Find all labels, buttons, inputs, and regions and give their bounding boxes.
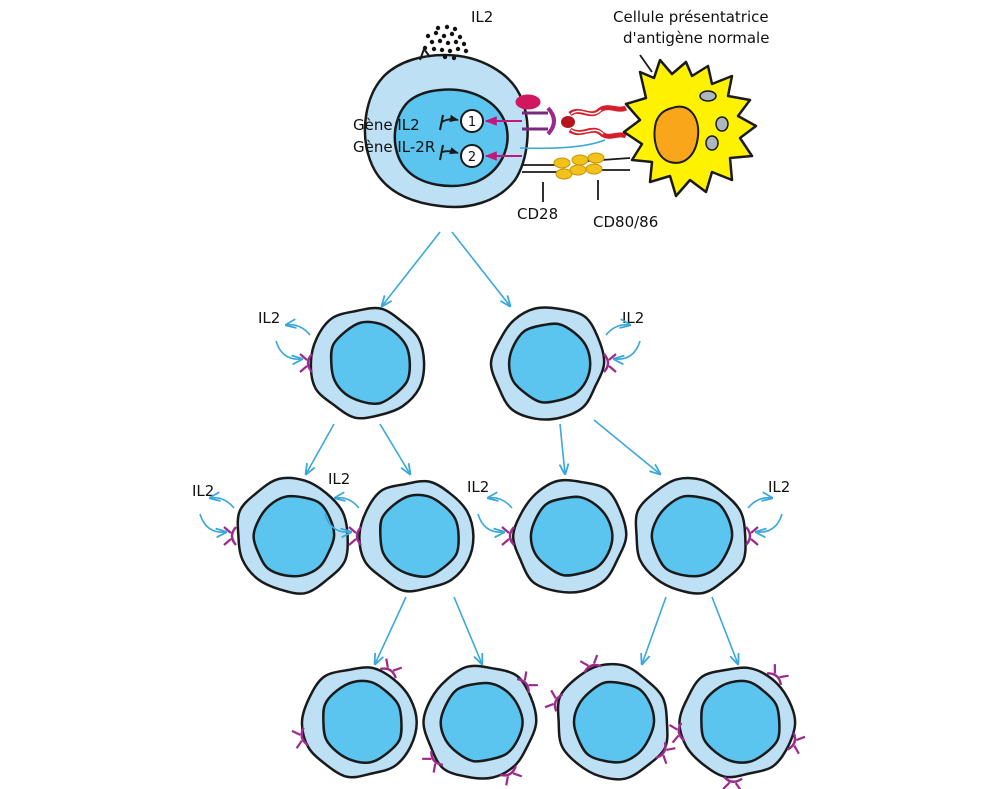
t-cell [348, 479, 475, 593]
label-cd80-86: CD80/86 [593, 213, 658, 231]
immune-synapse [515, 94, 631, 202]
il2-receptor-icon [579, 654, 602, 674]
cyan-signal-arrow [519, 139, 606, 150]
gene-il2-bracket-icon [439, 114, 444, 131]
il2-receptor-icon [516, 671, 538, 693]
apc-nucleus [653, 105, 700, 164]
t-cell [223, 476, 350, 595]
il2-receptor-icon [422, 751, 444, 773]
step-1-badge [460, 109, 484, 133]
t-cell-nucleus [507, 322, 592, 404]
il2-receptor-icon [655, 741, 676, 765]
label-apc-line2: d'antigène normale [623, 29, 769, 47]
label-il2-top: IL2 [471, 8, 493, 26]
t-cell-nucleus [378, 493, 460, 578]
antigen-presenting-cell [622, 54, 758, 198]
il2-receptor-icon [499, 765, 523, 786]
il2-receptor-icon [603, 353, 617, 373]
label-gene-il2: Gène IL2 [353, 116, 420, 134]
il2-receptor-icon [745, 526, 759, 546]
il2-receptor-icon [291, 727, 309, 749]
il2-autocrine-loop: IL2 [747, 478, 790, 532]
t-cell [668, 664, 806, 789]
step-2-badge [460, 144, 484, 168]
il2-receptor-icon [786, 732, 806, 755]
label-il2: IL2 [328, 470, 350, 488]
division-arrows [306, 231, 738, 664]
antigen-icon [561, 116, 575, 128]
label-il2: IL2 [258, 309, 280, 327]
t-cell-nucleus [329, 320, 412, 406]
t-cell [422, 664, 538, 786]
il2-receptor-icon [544, 689, 564, 712]
t-cell-nucleus [252, 494, 336, 578]
il2-receptor-icon [668, 722, 686, 744]
activated-t-cell: 1 2 [363, 24, 529, 209]
il2-autocrine-loop: IL2 [605, 309, 644, 359]
t-cell [489, 306, 617, 421]
t-cell-nucleus [572, 680, 656, 764]
proliferating-t-cells [223, 306, 806, 789]
t-cell [291, 658, 418, 779]
t-cell-nucleus [700, 679, 781, 764]
t-cell [501, 478, 628, 594]
il2-autocrine-loop: IL2 [192, 482, 235, 532]
label-gene-il2r: Gène IL-2R [353, 138, 435, 156]
step-2-label: 2 [468, 150, 476, 165]
t-cell-nucleus [322, 679, 403, 764]
il2-receptor-icon [223, 526, 237, 546]
il2-receptor-icon [379, 658, 403, 679]
t-cell-nucleus [439, 681, 524, 763]
label-apc-line1: Cellule présentatrice [613, 8, 769, 26]
il2-autocrine-loop: IL2 [324, 470, 360, 532]
label-cd28: CD28 [517, 205, 558, 223]
label-il2: IL2 [467, 478, 489, 496]
t-cell [299, 306, 426, 420]
cd28-icon [522, 164, 560, 173]
label-il2: IL2 [768, 478, 790, 496]
il2-receptor-icon [722, 776, 743, 789]
t-cell-nucleus [529, 495, 614, 577]
apc-vesicle-icon [699, 90, 717, 102]
il2-autocrine-loop: IL2 [258, 309, 311, 359]
il2-autocrine-loop: IL2 [467, 478, 513, 532]
il2-granules-icon [419, 24, 469, 61]
tcr-icon [522, 111, 548, 131]
t-cell [544, 654, 676, 781]
gene-il2r-bracket-icon [439, 144, 444, 161]
t-cell-nucleus [650, 494, 734, 578]
t-cell [634, 476, 759, 595]
step-1-label: 1 [468, 115, 476, 130]
il2-receptor-icon [767, 664, 789, 686]
cd4-coreceptor-icon [515, 94, 541, 110]
